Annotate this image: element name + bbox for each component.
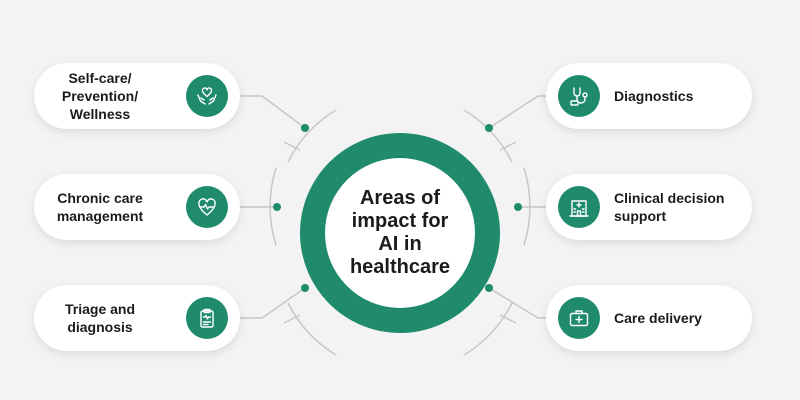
center-inner-circle: Areas of impact for AI in healthcare — [325, 158, 475, 308]
center-title: Areas of impact for AI in healthcare — [349, 187, 451, 278]
card-diagnostics: Diagnostics — [546, 63, 752, 129]
arc-segment — [463, 302, 513, 356]
connector-dot — [485, 124, 493, 132]
card-label: Diagnostics — [614, 88, 694, 104]
connector-dot — [485, 284, 493, 292]
card-chronic-care: Chronic care management — [34, 174, 240, 240]
card-triage: Triage and diagnosis — [34, 285, 240, 351]
connector-dot — [301, 124, 309, 132]
connector-line-1 — [240, 95, 306, 129]
card-label: Triage and diagnosis — [64, 301, 136, 335]
clipboard-icon — [186, 297, 228, 339]
arc-segment — [283, 141, 517, 324]
first-aid-kit-icon — [558, 297, 600, 339]
card-label: Self-care/ Prevention/ Wellness — [61, 70, 139, 122]
arc-segment — [287, 302, 337, 356]
connector-dot — [301, 284, 309, 292]
connector-dot — [273, 203, 281, 211]
card-clinical-decision: Clinical decision support — [546, 174, 752, 240]
stethoscope-icon — [558, 75, 600, 117]
hospital-icon — [558, 186, 600, 228]
heart-monitor-icon — [186, 186, 228, 228]
connector-dot — [514, 203, 522, 211]
card-care-delivery: Care delivery — [546, 285, 752, 351]
card-label: Clinical decision support — [614, 190, 725, 224]
arc-segment — [463, 109, 513, 163]
connector-line-3 — [240, 287, 306, 319]
card-label: Chronic care management — [56, 190, 144, 224]
center-hub: Areas of impact for AI in healthcare — [300, 133, 500, 333]
arc-segment — [287, 109, 337, 163]
card-self-care: Self-care/ Prevention/ Wellness — [34, 63, 240, 129]
card-label: Care delivery — [614, 310, 702, 326]
heart-in-hands-icon — [186, 75, 228, 117]
